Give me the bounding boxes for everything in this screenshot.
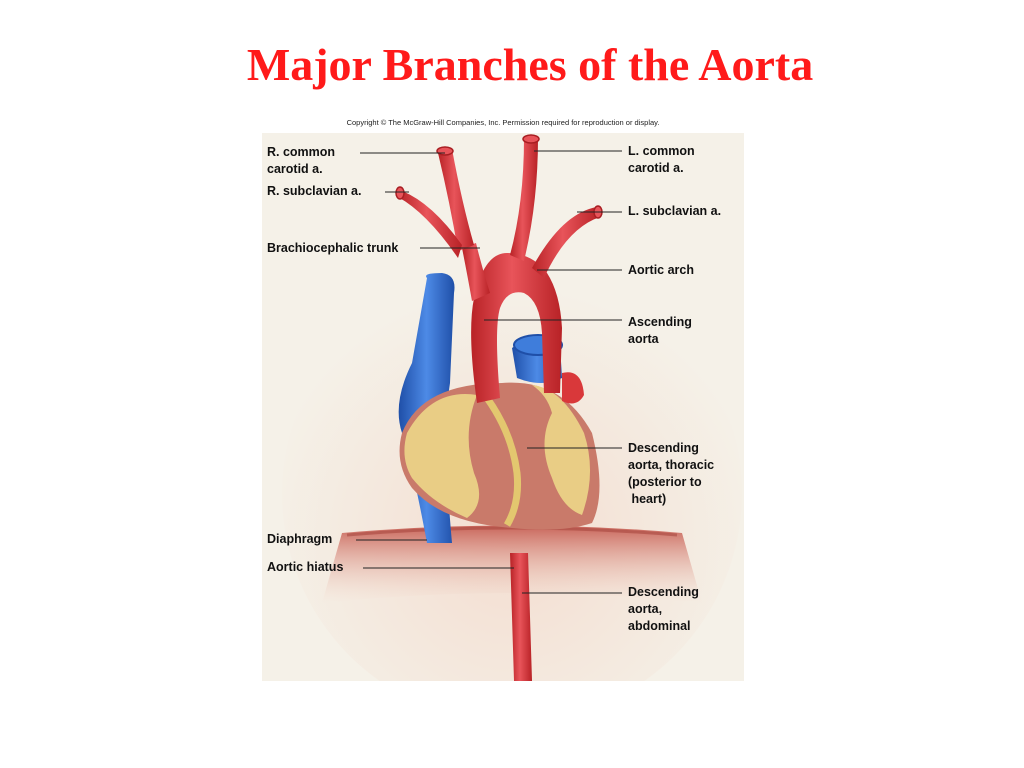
- copyright-notice: Copyright © The McGraw-Hill Companies, I…: [346, 118, 660, 127]
- label-diaphragm: Diaphragm: [267, 532, 333, 546]
- label-brachiocephalic-trunk: Brachiocephalic trunk: [267, 241, 399, 255]
- leader-lines: [356, 150, 622, 594]
- brachiocephalic-trunk: [462, 243, 490, 301]
- aorta-illustration-panel: R. common carotid a. R. subclavian a. Br…: [262, 133, 744, 681]
- aortic-arch: [471, 253, 562, 403]
- left-atrium: [562, 372, 584, 404]
- coronary-fat-right: [532, 385, 591, 515]
- label-aortic-arch: Aortic arch: [628, 263, 694, 277]
- descending-aorta-abdominal: [510, 553, 532, 681]
- label-l-common-carotid: L. common carotid a.: [628, 144, 695, 175]
- label-descending-aorta-thoracic: Descending aorta, thoracic (posterior to…: [628, 441, 715, 506]
- left-common-carotid-artery: [510, 138, 538, 261]
- label-aortic-hiatus: Aortic hiatus: [267, 560, 344, 574]
- label-ascending-aorta: Ascending aorta: [628, 315, 692, 346]
- left-subclavian-artery: [532, 207, 600, 278]
- label-r-subclavian: R. subclavian a.: [267, 184, 362, 198]
- aorta-illustration: [282, 134, 742, 681]
- label-l-subclavian: L. subclavian a.: [628, 204, 722, 218]
- right-common-carotid-artery: [438, 149, 474, 251]
- label-r-common-carotid: R. common carotid a.: [267, 145, 336, 176]
- page-title: Major Branches of the Aorta: [246, 39, 814, 90]
- label-descending-aorta-abdominal: Descending aorta, abdominal: [628, 585, 699, 633]
- right-subclavian-artery: [398, 191, 462, 258]
- coronary-fat-left: [404, 394, 480, 518]
